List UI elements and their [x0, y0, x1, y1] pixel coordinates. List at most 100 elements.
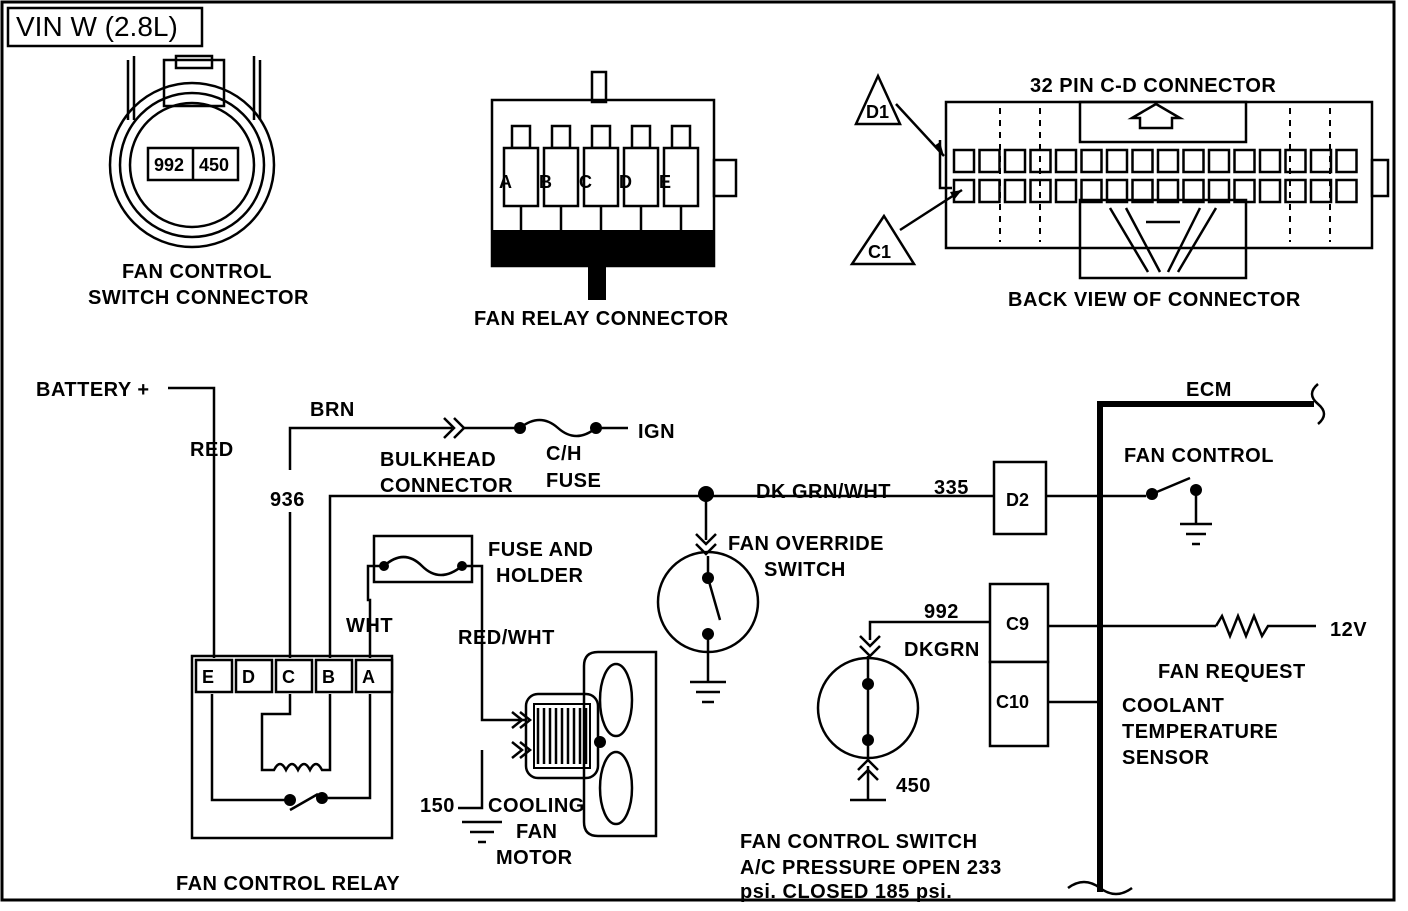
ecm-connector-cavity: [1284, 178, 1307, 204]
coolant-label-3: SENSOR: [1122, 747, 1210, 769]
wire-redwht-label: RED/WHT: [458, 627, 555, 649]
wire-red-label: RED: [190, 439, 234, 461]
ecm-connector-cavity: [978, 148, 1001, 174]
ecm-connector-cavity: [1080, 178, 1103, 204]
circuit-150-label: 150: [420, 795, 455, 817]
relay-pin-cell: [274, 658, 314, 694]
relay-connector-pin-e: E: [659, 172, 671, 192]
ecm-pin-d2: [992, 460, 1048, 536]
ecm-connector-cavity: [1207, 148, 1231, 174]
fan-shroud: [582, 650, 658, 838]
ecm-connector-caption: BACK VIEW OF CONNECTOR: [1008, 289, 1301, 311]
switch-pin-992: 992: [154, 155, 184, 175]
relay-connector-pin-d: D: [619, 172, 632, 192]
wire-dkgrn-label: DKGRN: [904, 639, 980, 661]
battery-label: BATTERY +: [36, 379, 150, 401]
ecm-connector-cavity: [1080, 148, 1103, 174]
ecm-connector-cavity: [1054, 148, 1078, 174]
fuse-holder-label-2: HOLDER: [496, 565, 584, 587]
override-switch-internals: [690, 556, 726, 704]
ecm-label: ECM: [1186, 379, 1232, 401]
fan-blade-top: [598, 662, 634, 738]
tag-c1: C1: [868, 242, 891, 262]
motor-label-3: MOTOR: [496, 847, 573, 869]
relay-body: [190, 654, 394, 840]
relay-pin-d: D: [242, 667, 255, 687]
fan-control-label: FAN CONTROL: [1124, 445, 1274, 467]
relay-pin-c: C: [282, 667, 295, 687]
motor-armature: [533, 703, 591, 769]
ecm-break-mark: [1310, 383, 1326, 425]
switch-note-1: FAN CONTROL SWITCH: [740, 831, 978, 853]
relay-contact-wire-right: [328, 694, 372, 800]
ecm-connector-cavity: [1003, 178, 1027, 204]
circuit-335-label: 335: [934, 477, 969, 499]
pullup-resistor: [1214, 612, 1316, 640]
relay-connector-cavity: [590, 124, 612, 150]
wire-wht-label: WHT: [346, 615, 393, 637]
ecm-connector-cavity: [1233, 178, 1256, 204]
ecm-connector-cavity: [952, 148, 976, 174]
motor-connector-chevrons: [511, 711, 533, 759]
circuit-992-label: 992: [924, 601, 959, 623]
circuit-450-label: 450: [896, 775, 931, 797]
relay-pin-cell: [234, 658, 274, 694]
ecm-connector-cavity: [1182, 148, 1205, 174]
relay-connector-cavity: [510, 124, 532, 150]
relay-pin-a: A: [362, 667, 375, 687]
ecm-connector-cavity: [1309, 178, 1333, 204]
ecm-connector-cavity: [1258, 148, 1282, 174]
ecm-connector-cavity: [1003, 148, 1027, 174]
ecm-connector-cavity: [1233, 148, 1256, 174]
ecm-connector-cavity: [1309, 148, 1333, 174]
ecm-connector-cavity: [1156, 178, 1180, 204]
fan-control-ground: [1180, 490, 1212, 546]
page-title: VIN W (2.8L): [16, 11, 178, 42]
wht-wire: [366, 564, 384, 658]
relay-contact-left: [284, 794, 296, 806]
coolant-label-2: TEMPERATURE: [1122, 721, 1278, 743]
ecm-connector-cavity: [952, 178, 976, 204]
ign-label: IGN: [638, 421, 675, 443]
wire-brn-label: BRN: [310, 399, 355, 421]
switch-connector-caption-2: SWITCH CONNECTOR: [88, 287, 309, 309]
relay-connector-cavity: [550, 124, 572, 150]
motor-housing: [524, 692, 600, 780]
switch-pin-450: 450: [199, 155, 229, 175]
bulkhead-label-1: BULKHEAD: [380, 449, 496, 471]
ecm-boundary: [1097, 401, 1314, 892]
ecm-connector-cavity: [1335, 178, 1358, 204]
fan-hub: [594, 736, 606, 748]
redwht-wire: [462, 564, 526, 722]
ecm-connector-cavity: [1131, 148, 1154, 174]
ecm-bottom-break: [1067, 880, 1133, 896]
circuit-992-wire: [868, 620, 990, 640]
ecm-connector-cavity: [1182, 178, 1205, 204]
override-connector-chevrons: [695, 533, 717, 556]
ch-fuse-label-1: C/H: [546, 443, 582, 465]
ecm-connector-cavity: [1105, 178, 1129, 204]
dkgrnwht-wire: [328, 494, 994, 658]
motor-windings: [533, 703, 591, 769]
ecm-connector-cavity: [1105, 148, 1129, 174]
relay-connector-cavity: [630, 124, 652, 150]
switch-note-3: psi. CLOSED 185 psi.: [740, 881, 952, 903]
ecm-connector-cavity: [1054, 178, 1078, 204]
switch-top-chevrons: [859, 635, 881, 658]
battery-wire: [168, 386, 216, 658]
circuit-936-label: 936: [270, 489, 305, 511]
ecm-connector-cavity: [978, 178, 1001, 204]
fuse-holder-box: [372, 534, 474, 584]
ecm-connector-cavity: [1258, 178, 1282, 204]
relay-coil: [260, 694, 332, 773]
ch-fuse-label-2: FUSE: [546, 470, 601, 492]
ecm-connector-cavity: [1156, 148, 1180, 174]
coolant-label-1: COOLANT: [1122, 695, 1224, 717]
relay-connector-pin-a: A: [499, 172, 512, 192]
override-label-1: FAN OVERRIDE: [728, 533, 884, 555]
ecm-connector-cavity: [1029, 148, 1052, 174]
relay-caption: FAN CONTROL RELAY: [176, 873, 400, 895]
ecm-connector-cavity: [1131, 178, 1154, 204]
switch-connector-drawing: 992 450: [108, 54, 276, 249]
